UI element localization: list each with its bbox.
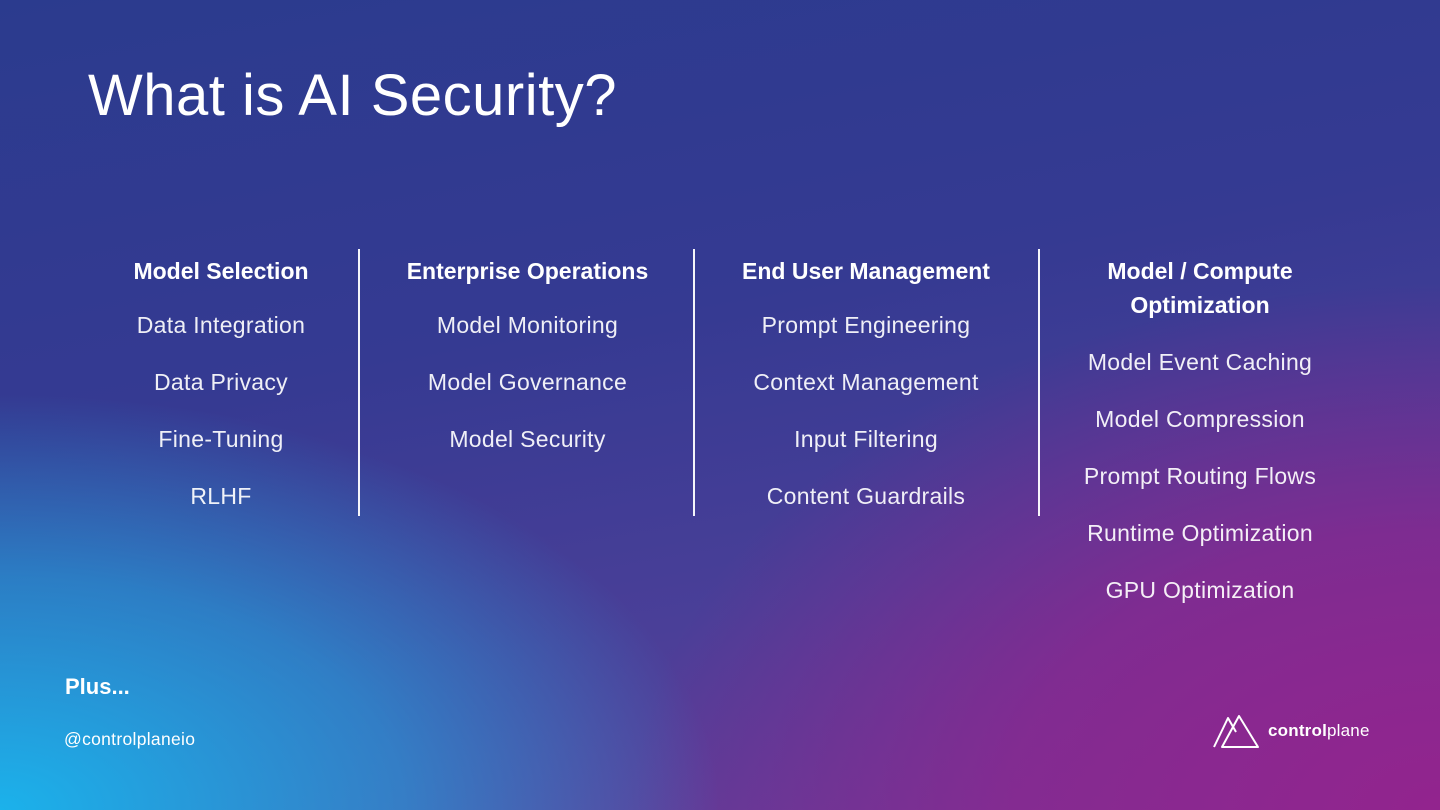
column-divider — [358, 249, 360, 516]
column-end-user-management: End User Management Prompt Engineering C… — [705, 252, 1027, 525]
social-handle: @controlplaneio — [64, 729, 196, 749]
column-items: Model Event Caching Model Compression Pr… — [1048, 334, 1352, 619]
list-item: Model Governance — [427, 369, 628, 395]
list-item: Content Guardrails — [766, 483, 966, 509]
list-item: Fine-Tuning — [158, 426, 284, 452]
column-heading-line: Optimization — [1130, 292, 1270, 318]
column-model-selection: Model Selection Data Integration Data Pr… — [90, 252, 352, 525]
list-item: Runtime Optimization — [1087, 520, 1313, 546]
column-items: Model Monitoring Model Governance Model … — [370, 297, 685, 468]
logo-wordmark-regular: plane — [1327, 721, 1370, 740]
mountain-peaks-icon — [1213, 715, 1259, 748]
list-item: Context Management — [753, 369, 979, 395]
list-item: Model Monitoring — [436, 312, 619, 338]
column-divider — [693, 249, 695, 516]
list-item: Model Security — [449, 426, 606, 452]
list-item: Input Filtering — [794, 426, 938, 452]
list-item: GPU Optimization — [1105, 577, 1295, 603]
column-items: Prompt Engineering Context Management In… — [705, 297, 1027, 525]
column-model-compute-optimization: Model / Compute Optimization Model Event… — [1048, 252, 1352, 619]
list-item: Data Integration — [136, 312, 306, 338]
list-item: Data Privacy — [154, 369, 288, 395]
column-heading: Model / Compute Optimization — [1048, 254, 1352, 322]
column-heading: Model Selection — [133, 258, 309, 284]
column-heading-line: Model / Compute — [1107, 258, 1293, 284]
list-item: Model Event Caching — [1087, 349, 1313, 375]
logo-wordmark-bold: control — [1268, 721, 1328, 740]
column-enterprise-operations: Enterprise Operations Model Monitoring M… — [370, 252, 685, 468]
list-item: Model Compression — [1095, 406, 1305, 432]
list-item: RLHF — [190, 483, 252, 509]
plus-label: Plus... — [65, 674, 130, 699]
column-heading: Enterprise Operations — [406, 258, 649, 284]
controlplane-logo: controlplane — [1212, 712, 1370, 750]
list-item: Prompt Engineering — [761, 312, 971, 338]
logo-wordmark: controlplane — [1268, 721, 1370, 741]
slide-title: What is AI Security? — [88, 63, 617, 128]
column-heading: End User Management — [742, 258, 990, 284]
column-items: Data Integration Data Privacy Fine-Tunin… — [90, 297, 352, 525]
column-divider — [1038, 249, 1040, 516]
list-item: Prompt Routing Flows — [1083, 463, 1317, 489]
